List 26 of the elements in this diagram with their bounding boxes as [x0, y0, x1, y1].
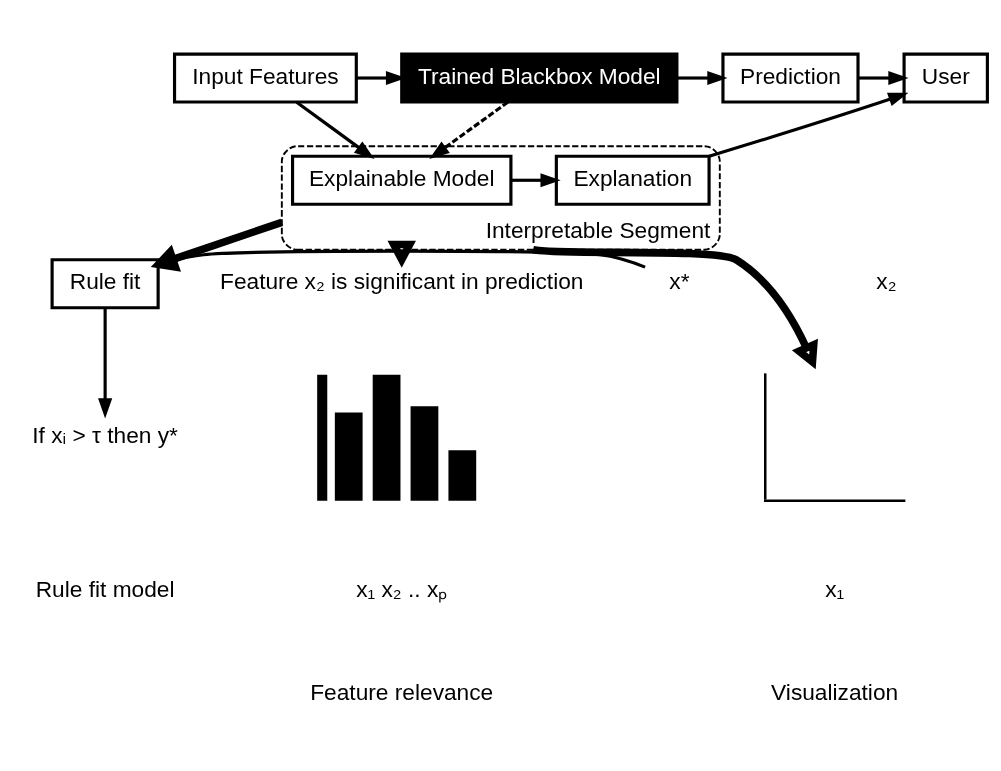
label: x₂ [876, 267, 897, 294]
arrow [511, 172, 561, 187]
arrow [295, 100, 375, 159]
arrow [677, 70, 728, 85]
label: Feature relevance [310, 678, 494, 705]
node-box: Rule fit [50, 257, 160, 309]
arrow [858, 70, 909, 85]
node-text: If xᵢ > τ then y* [32, 421, 178, 448]
arrow [708, 92, 909, 158]
node-box: Input Features [172, 51, 358, 104]
arrow [387, 240, 416, 268]
node-box: Explanation [554, 154, 711, 206]
node-text: x* [669, 267, 690, 294]
node-text: Feature x₂ is significant in prediction [220, 267, 584, 294]
node-box: Explainable Model [291, 154, 513, 206]
arrow [532, 245, 818, 369]
arrow [150, 218, 284, 272]
arrow [98, 307, 113, 419]
node-box: Prediction [721, 51, 860, 104]
label: x₁ [825, 575, 845, 602]
arrow [429, 100, 509, 159]
node-box: User [902, 51, 989, 104]
label: Visualization [771, 678, 899, 705]
node-box: Trained Blackbox Model [400, 51, 679, 104]
label: x₁ x₂ .. xₚ [356, 575, 448, 602]
label: Rule fit model [35, 575, 175, 602]
